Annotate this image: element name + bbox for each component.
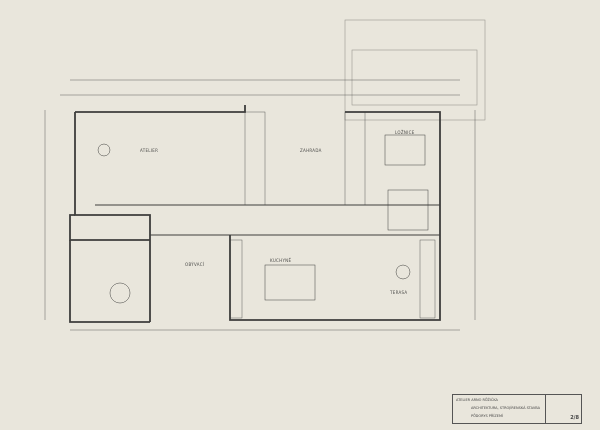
room-label-atelier: ATELIER xyxy=(140,148,159,153)
room-label-kitchen: KUCHYNĚ xyxy=(270,258,292,263)
stairs xyxy=(229,111,436,319)
room-label-terrace: TERASA xyxy=(390,290,408,295)
title-line-1: ATELIER ARNO RŮŽIČKA xyxy=(456,398,498,402)
room-label-hall: ZAHRADA xyxy=(300,148,322,153)
upper-annex-outline xyxy=(344,19,486,121)
dimension-lines xyxy=(44,79,476,331)
sheet-number: 2/8 xyxy=(570,415,579,421)
room-label-bedroom: LOŽNICE xyxy=(395,130,415,135)
room-label-living: OBÝVACÍ xyxy=(185,262,205,267)
title-block-side: 2/8 xyxy=(545,395,582,423)
title-block: ATELIER ARNO RŮŽIČKA ARCHITEKTURA, STROJ… xyxy=(452,394,582,424)
title-line-3: PŮDORYS PŘÍZEMÍ xyxy=(471,414,504,418)
walls xyxy=(69,105,441,323)
furniture xyxy=(97,134,429,304)
title-line-2: ARCHITEKTURA, STROJÍRENSKÁ STAVBA xyxy=(471,406,541,410)
